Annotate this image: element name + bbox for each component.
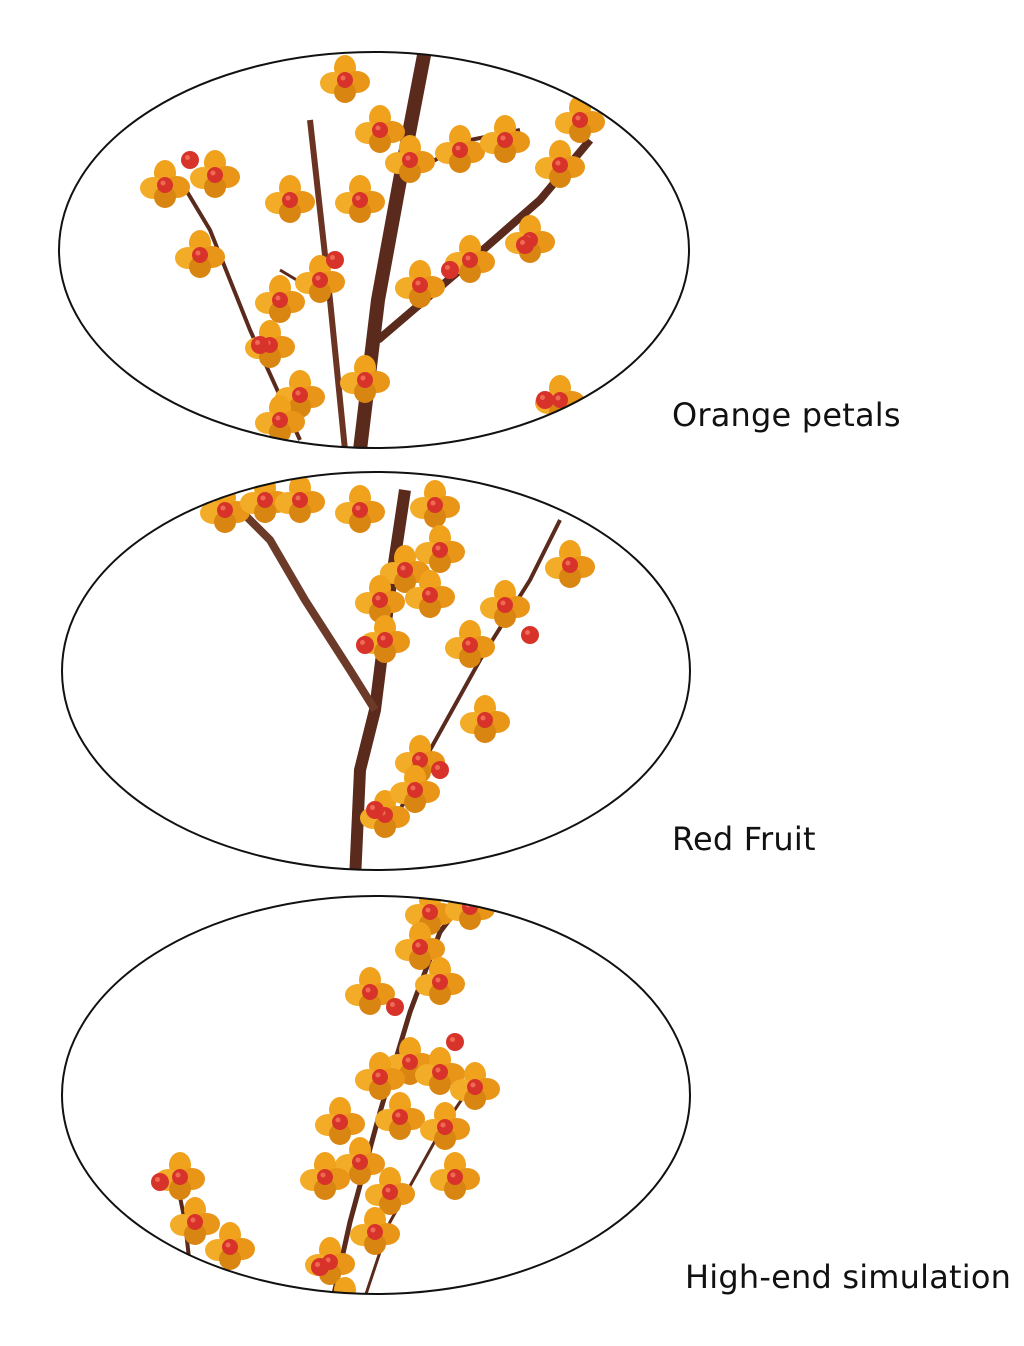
caption-orange-petals: Orange petals [672,396,901,434]
branch-illustration [61,895,691,1295]
branch-illustration [61,471,691,871]
branch-illustration [58,51,690,449]
caption-red-fruit: Red Fruit [672,820,816,858]
panel-red-fruit: Red Fruit [0,470,1024,880]
caption-high-end-simulation: High-end simulation [685,1258,1012,1296]
panel-high-end-simulation: High-end simulation [0,892,1024,1312]
panel-orange-petals: Orange petals [0,0,1024,450]
